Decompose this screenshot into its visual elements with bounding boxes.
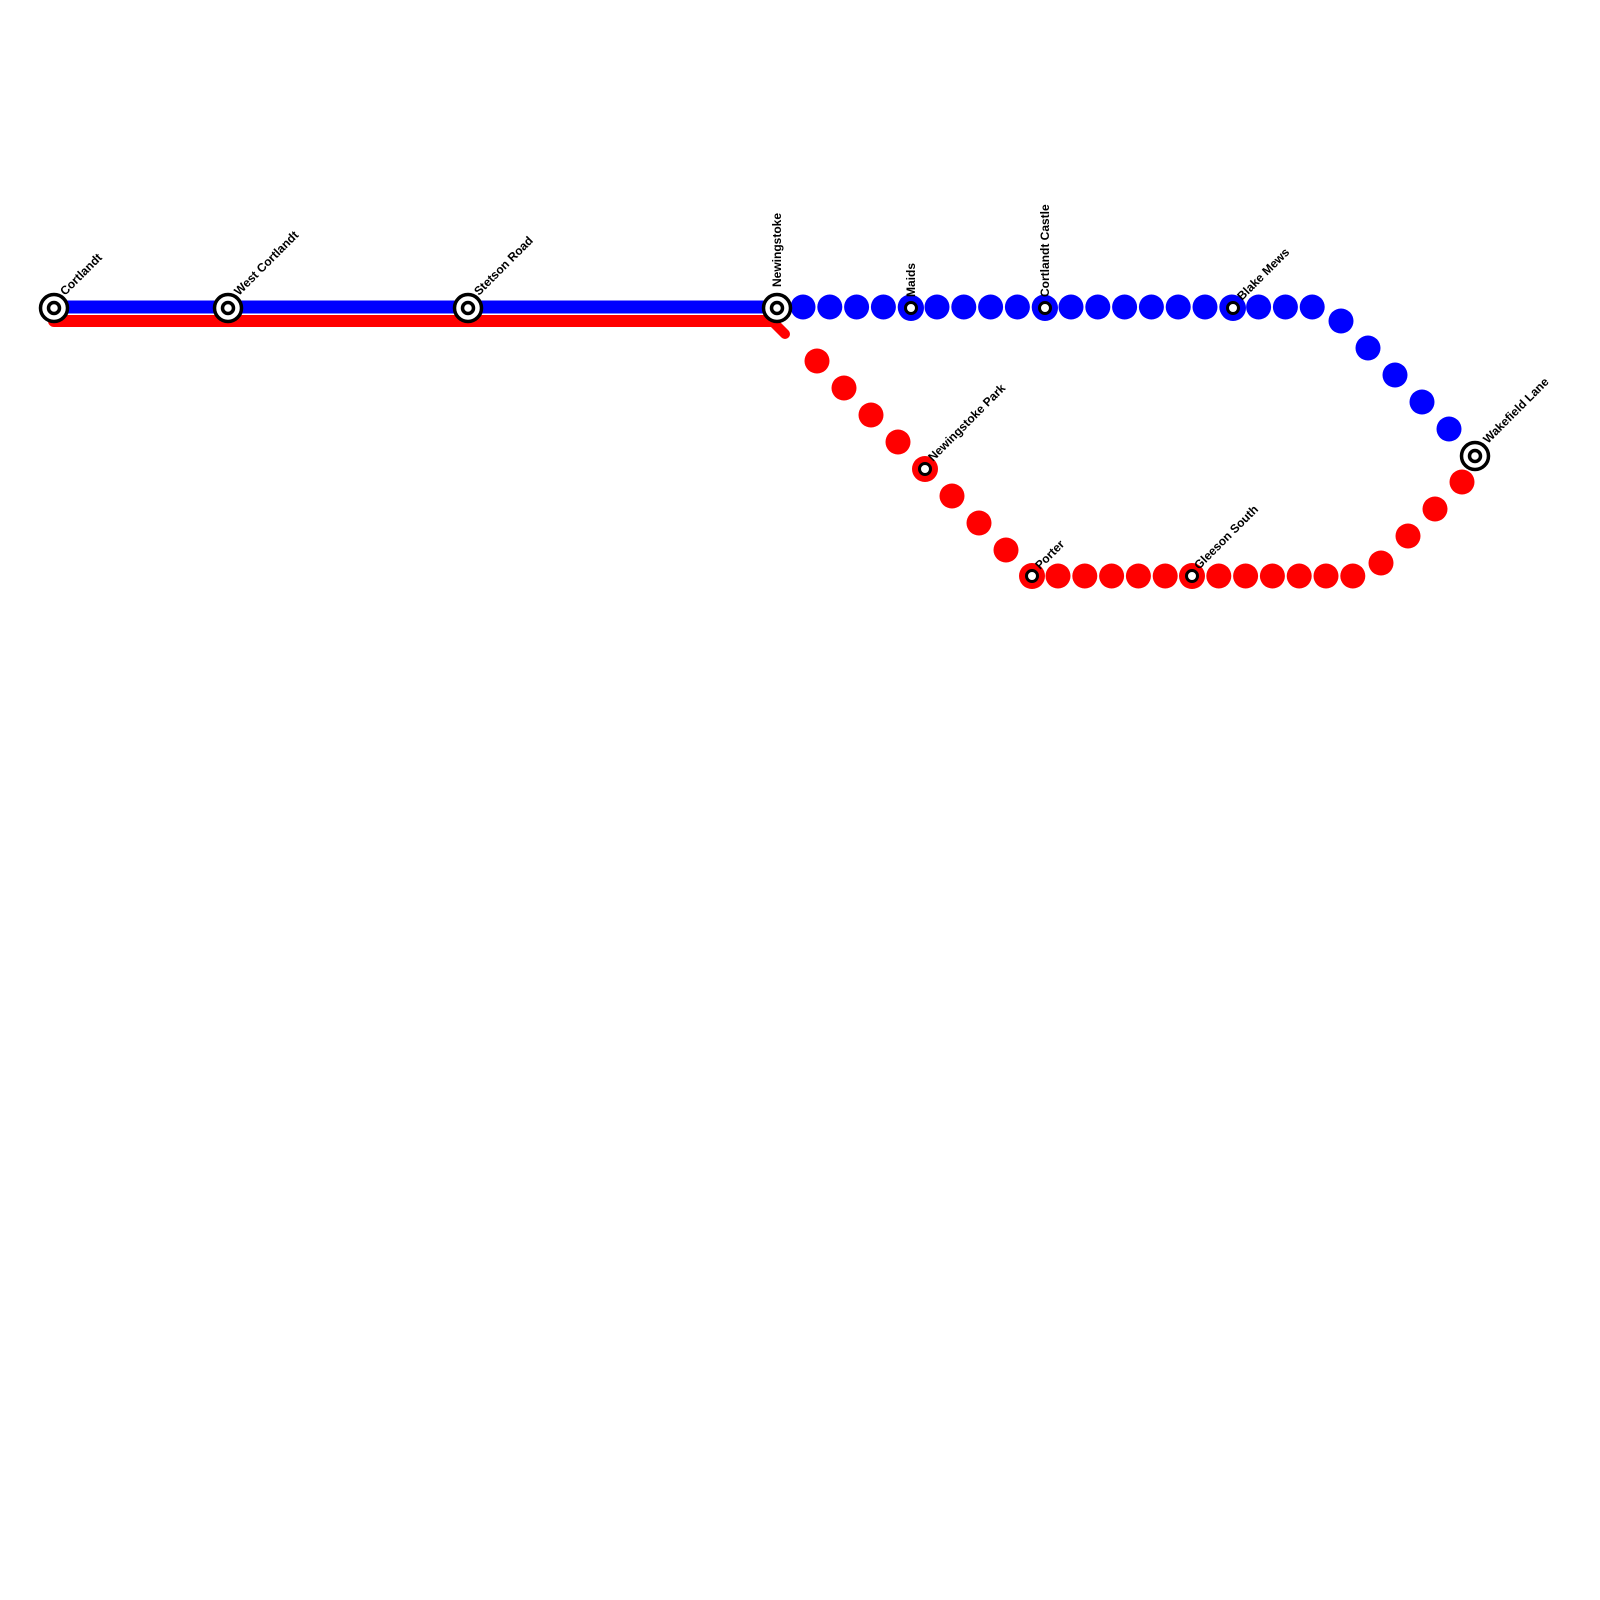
station-label-wakefield-lane: Wakefield Lane xyxy=(1480,375,1552,447)
blue-line-dot xyxy=(951,294,977,320)
station-label-gleeson-south: Gleeson South xyxy=(1191,502,1261,572)
blue-line-dot xyxy=(1058,294,1084,320)
blue-line-dot xyxy=(790,294,816,320)
stop-marker-porter[interactable] xyxy=(1025,569,1039,583)
stop-marker-newingstoke-park[interactable] xyxy=(918,462,932,476)
station-markers xyxy=(38,292,1491,589)
red-line-dot xyxy=(993,537,1019,563)
shared-trunk xyxy=(48,300,790,339)
stop-marker-cortlandt-castle[interactable] xyxy=(1038,301,1052,315)
red-line-dot xyxy=(1045,563,1071,589)
red-line-dot xyxy=(1368,550,1394,576)
blue-line-dot xyxy=(1085,294,1111,320)
red-line-dot xyxy=(1233,563,1259,589)
blue-line-dot xyxy=(924,294,950,320)
red-line-segment xyxy=(767,316,790,339)
red-line-dot xyxy=(1340,563,1366,589)
blue-line-dot xyxy=(1004,294,1030,320)
station-label-maids: Maids xyxy=(904,263,918,297)
blue-line-dot xyxy=(978,294,1004,320)
blue-line-dot xyxy=(1409,389,1435,415)
station-label-west-cortlandt: West Cortlandt xyxy=(231,228,301,298)
red-line-dot xyxy=(1206,563,1232,589)
station-label-stetson-road: Stetson Road xyxy=(471,234,536,299)
stop-marker-maids[interactable] xyxy=(904,301,918,315)
red-line-dot xyxy=(831,375,857,401)
station-label-cortlandt: Cortlandt xyxy=(57,251,105,299)
blue-line-dot xyxy=(1246,294,1272,320)
blue-line-dot xyxy=(870,294,896,320)
red-line-dot xyxy=(939,483,965,509)
stop-marker-blake-mews[interactable] xyxy=(1226,301,1240,315)
red-line-dot xyxy=(966,510,992,536)
red-line-dot xyxy=(1422,496,1448,522)
blue-line-dot xyxy=(1436,416,1462,442)
red-line-dot xyxy=(1072,563,1098,589)
red-line-dot xyxy=(885,429,911,455)
blue-line-dot xyxy=(1112,294,1138,320)
red-line-dot xyxy=(804,348,830,374)
interchange-core-cortlandt xyxy=(46,300,62,316)
station-label-blake-mews: Blake Mews xyxy=(1234,245,1292,303)
interchange-core-west-cortlandt xyxy=(220,300,236,316)
red-line-dot xyxy=(1449,469,1475,495)
blue-line-dot xyxy=(1299,294,1325,320)
interchange-core-stetson-road xyxy=(460,300,476,316)
blue-line-dot xyxy=(844,294,870,320)
interchange-core-wakefield-lane xyxy=(1467,448,1483,464)
red-line-dot xyxy=(1395,523,1421,549)
blue-line-branch xyxy=(790,294,1462,442)
station-label-cortlandt-castle: Cortlandt Castle xyxy=(1038,204,1052,297)
red-line-dot xyxy=(1099,563,1125,589)
station-label-newingstoke-park: Newingstoke Park xyxy=(925,381,1008,464)
blue-line-dot xyxy=(1192,294,1218,320)
blue-line-dot xyxy=(1165,294,1191,320)
blue-line-dot xyxy=(817,294,843,320)
blue-line-dot xyxy=(1382,362,1408,388)
red-line-branch xyxy=(804,348,1475,589)
blue-line-dot xyxy=(1138,294,1164,320)
red-line-dot xyxy=(1259,563,1285,589)
red-line-dot xyxy=(1286,563,1312,589)
blue-line-dot xyxy=(1272,294,1298,320)
blue-line-dot xyxy=(1355,335,1381,361)
red-line-dot xyxy=(858,402,884,428)
stop-marker-gleeson-south[interactable] xyxy=(1185,569,1199,583)
station-label-newingstoke: Newingstoke xyxy=(770,213,784,287)
red-line-dot xyxy=(1125,563,1151,589)
blue-line-dot xyxy=(1328,308,1354,334)
red-line-dot xyxy=(1152,563,1178,589)
interchange-core-newingstoke xyxy=(769,300,785,316)
red-line-dot xyxy=(1313,563,1339,589)
